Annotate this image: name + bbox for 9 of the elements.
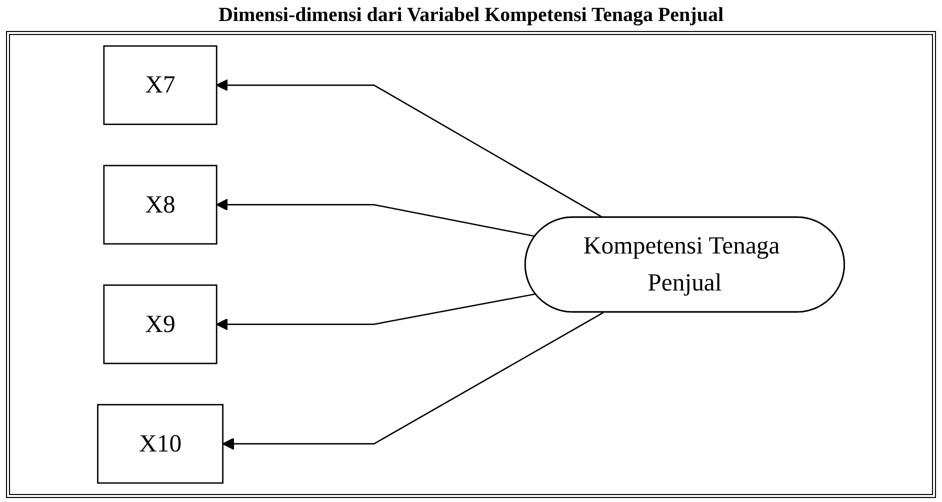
node-box: X10 [97, 404, 224, 484]
node-box: X8 [103, 164, 218, 245]
arrow [216, 293, 536, 330]
arrow [222, 312, 604, 450]
diagram-title: Dimensi-dimensi dari Variabel Kompetensi Tenaga Penjual [218, 4, 724, 27]
node-box: X9 [103, 284, 218, 364]
node-box: X7 [103, 45, 218, 126]
arrow [216, 198, 536, 238]
arrow [216, 79, 604, 218]
